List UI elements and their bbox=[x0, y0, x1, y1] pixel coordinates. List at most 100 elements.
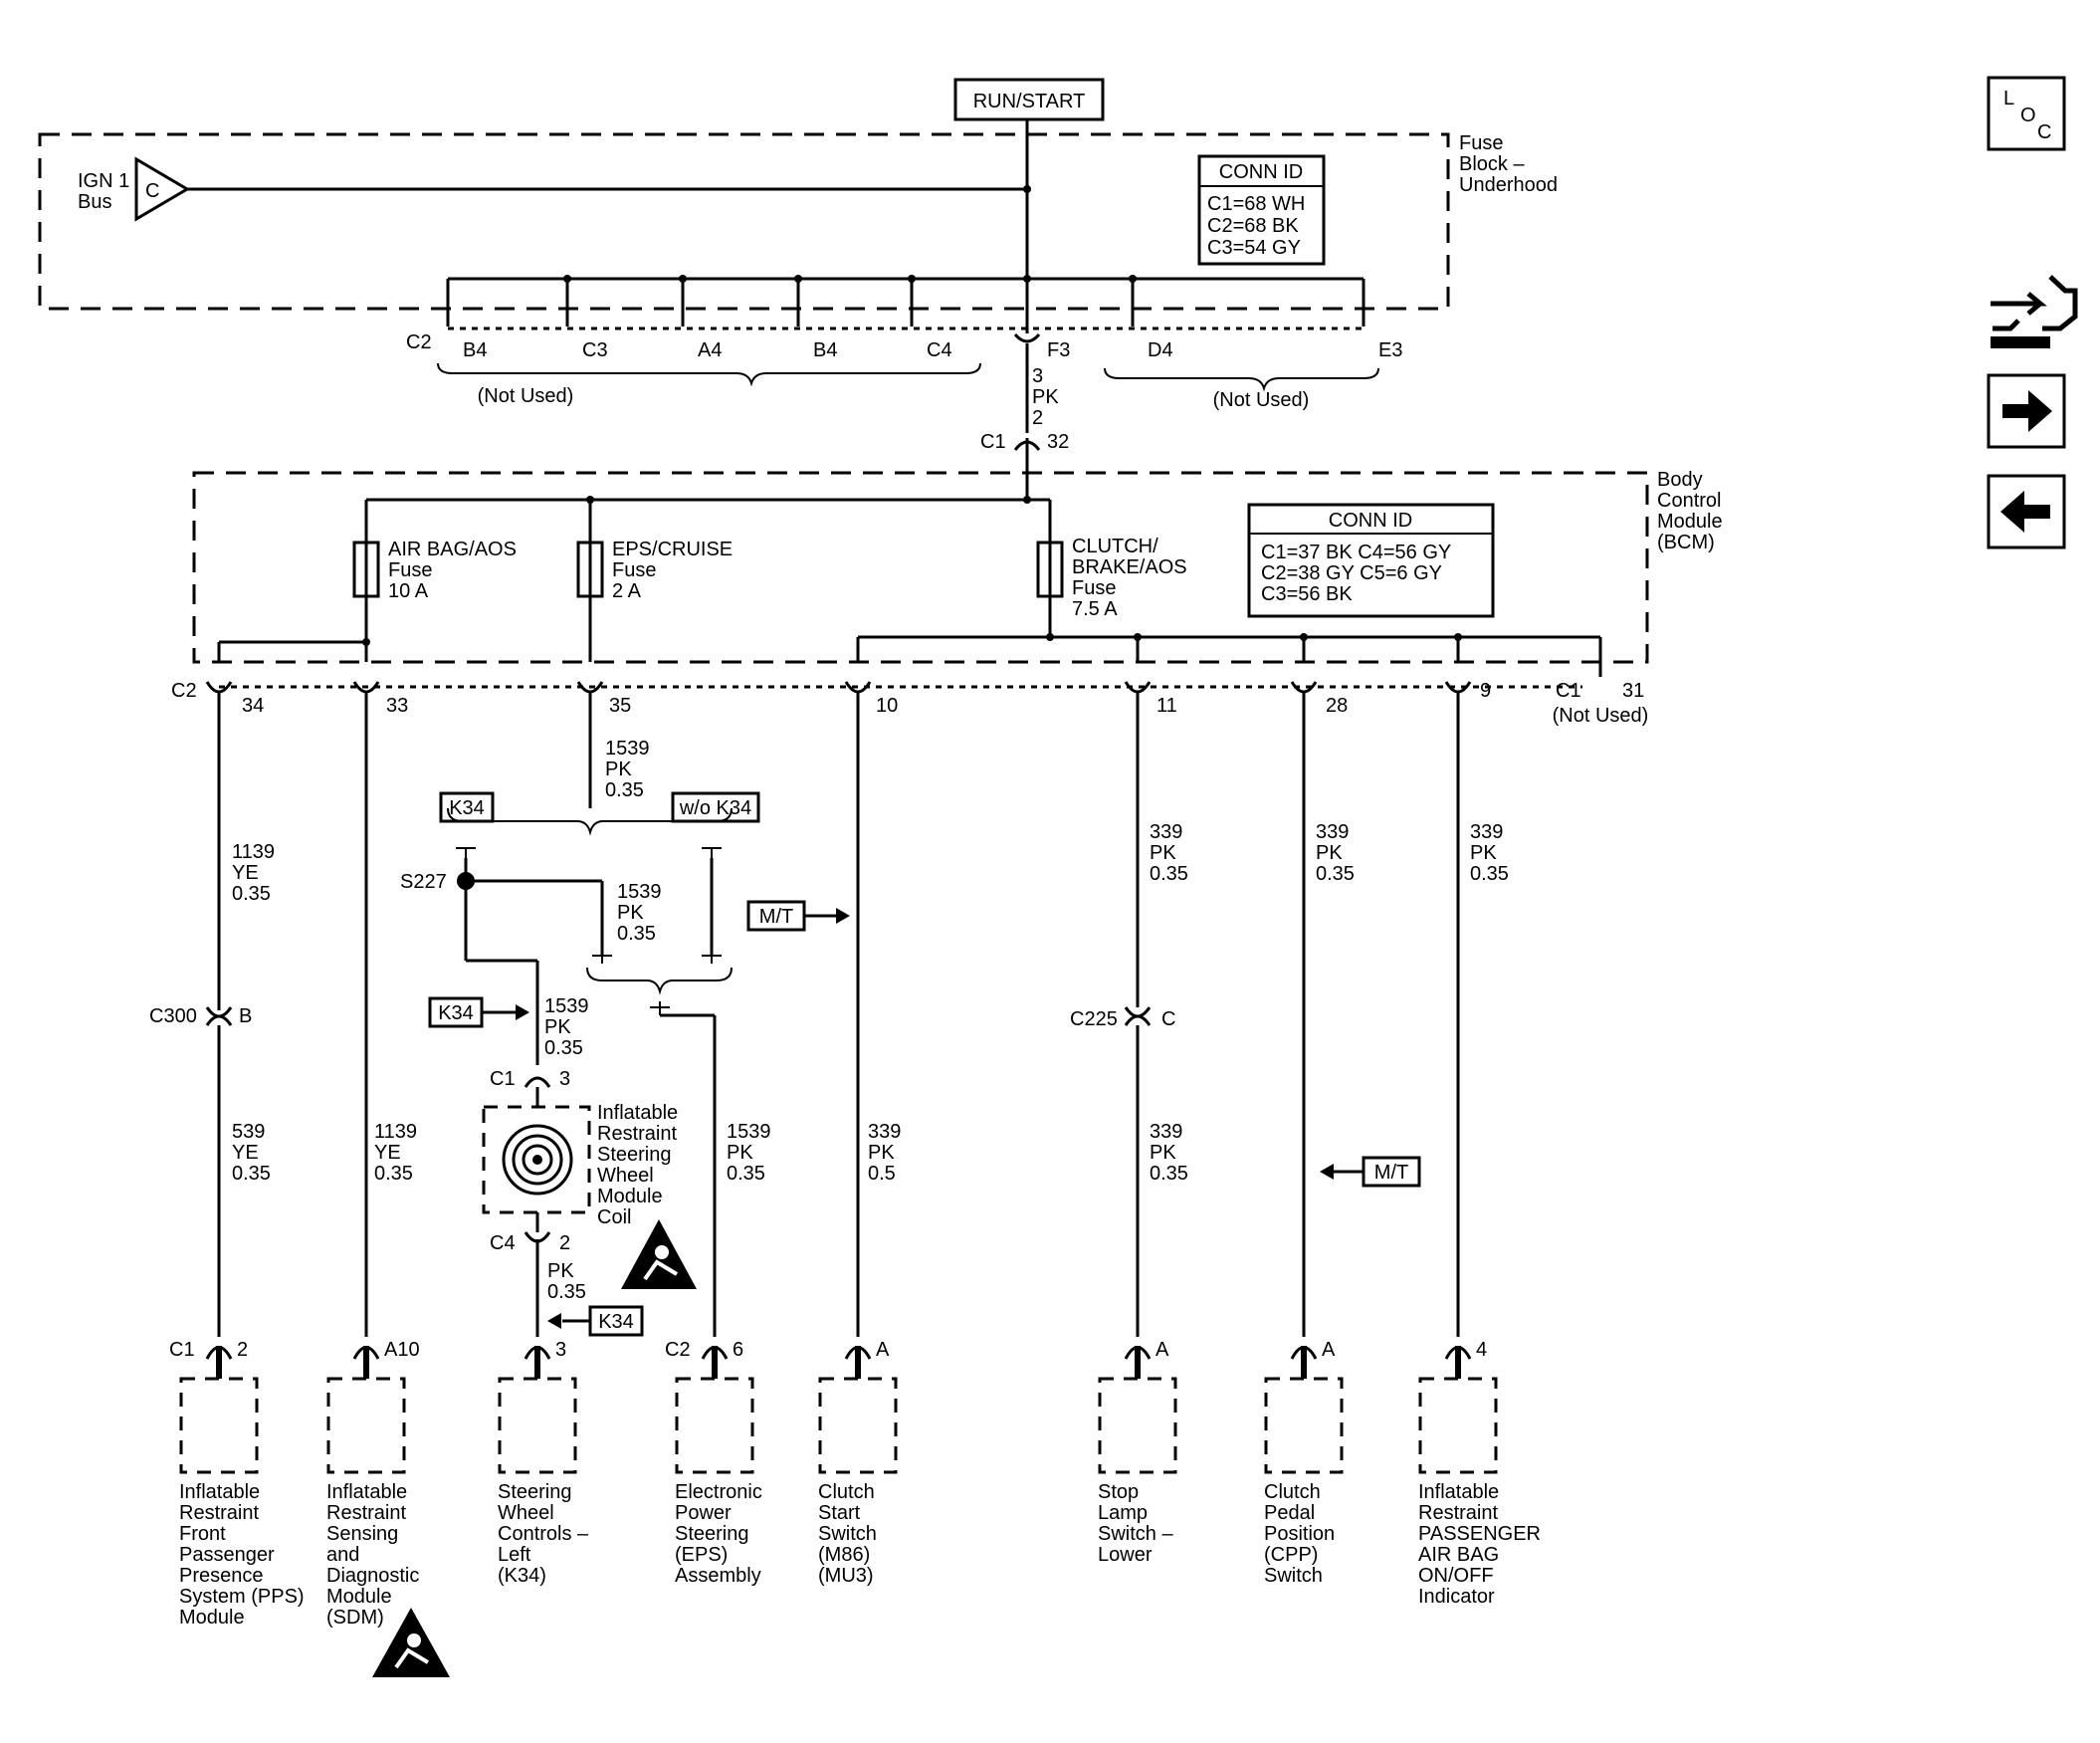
svg-text:C1: C1 bbox=[980, 431, 1006, 453]
component-pin-label: A bbox=[1322, 1339, 1336, 1361]
svg-text:PK: PK bbox=[1470, 842, 1497, 864]
component-label-line: Stop bbox=[1098, 1481, 1139, 1503]
bcm-outline bbox=[192, 471, 1649, 664]
wire-11b-label: 339 PK 0.35 bbox=[1150, 1121, 1188, 1185]
svg-text:Coil: Coil bbox=[597, 1206, 631, 1228]
svg-text:2: 2 bbox=[1032, 407, 1043, 429]
svg-text:PK: PK bbox=[1032, 386, 1059, 408]
svg-text:3: 3 bbox=[1032, 365, 1043, 387]
svg-text:28: 28 bbox=[1326, 695, 1348, 717]
svg-text:7.5 A: 7.5 A bbox=[1072, 598, 1118, 620]
svg-text:PK: PK bbox=[605, 759, 632, 780]
component-label-line: Start bbox=[818, 1502, 861, 1524]
component-label-line: Steering bbox=[498, 1481, 572, 1503]
svg-text:3: 3 bbox=[559, 1068, 570, 1090]
component-label-line: Passenger bbox=[179, 1544, 275, 1566]
svg-text:0.35: 0.35 bbox=[605, 779, 644, 801]
svg-text:IGN 1: IGN 1 bbox=[78, 170, 129, 192]
svg-text:Fuse: Fuse bbox=[388, 559, 432, 581]
svg-text:0.35: 0.35 bbox=[232, 1163, 271, 1185]
fuse-block-pins: B4 C3 A4 B4 C4 F3 D4 E3 bbox=[463, 339, 1402, 361]
wo-k34-option-tag bbox=[671, 791, 760, 823]
svg-text:2: 2 bbox=[559, 1232, 570, 1254]
svg-text:EPS/CRUISE: EPS/CRUISE bbox=[612, 539, 733, 560]
component-label-line: Indicator bbox=[1418, 1586, 1495, 1608]
svg-text:K34: K34 bbox=[438, 1002, 474, 1024]
mt-right-arrow-icon bbox=[836, 908, 850, 924]
wire-28-label: 339 PK 0.35 bbox=[1316, 821, 1355, 885]
svg-text:C225: C225 bbox=[1070, 1008, 1118, 1030]
component-pin-label: 3 bbox=[555, 1339, 566, 1361]
component-label-line: ON/OFF bbox=[1418, 1565, 1494, 1587]
svg-text:33: 33 bbox=[386, 695, 408, 717]
svg-text:C3=56 BK: C3=56 BK bbox=[1261, 583, 1353, 605]
svg-text:0.35: 0.35 bbox=[617, 923, 656, 945]
component-label-line: System (PPS) bbox=[179, 1586, 305, 1608]
k34-option-tag bbox=[439, 791, 495, 823]
svg-text:PK: PK bbox=[727, 1142, 753, 1164]
svg-text:PK: PK bbox=[547, 1260, 574, 1282]
component-pin-label: 6 bbox=[733, 1339, 743, 1361]
next-page-arrow-icon[interactable] bbox=[1987, 373, 2066, 449]
svg-text:0.35: 0.35 bbox=[727, 1163, 765, 1185]
component-locator-icon[interactable]: L O C bbox=[1987, 76, 2066, 151]
svg-text:Bus: Bus bbox=[78, 191, 111, 213]
bcm-label: Body Control Module (BCM) bbox=[1657, 469, 1723, 553]
coil-label: Inflatable Restraint Steering Wheel Modu… bbox=[597, 1102, 678, 1228]
wire-9-label: 339 PK 0.35 bbox=[1470, 821, 1509, 885]
svg-text:PK: PK bbox=[868, 1142, 895, 1164]
svg-text:1539: 1539 bbox=[617, 881, 662, 903]
component-label-line: Clutch bbox=[1264, 1481, 1321, 1503]
component-label-line: Inflatable bbox=[326, 1481, 407, 1503]
svg-text:PK: PK bbox=[617, 902, 644, 924]
fuse-clutch-label: CLUTCH/ BRAKE/AOS Fuse 7.5 A bbox=[1072, 536, 1187, 620]
bcm-c2: C2 bbox=[171, 680, 197, 702]
fuse-block-outline bbox=[38, 132, 1450, 311]
component-connector-label: C1 bbox=[169, 1339, 195, 1361]
component-label-line: Lamp bbox=[1098, 1502, 1148, 1524]
airbag-warning-icon bbox=[621, 1219, 697, 1289]
bcm-conn-id: CONN ID C1=37 BK C4=56 GY C2=38 GY C5=6 … bbox=[1247, 503, 1495, 618]
previous-page-arrow-icon[interactable] bbox=[1987, 474, 2066, 549]
svg-text:C1: C1 bbox=[490, 1068, 516, 1090]
component-label-line: PASSENGER bbox=[1418, 1523, 1541, 1545]
component-label-line: Controls – bbox=[498, 1523, 589, 1545]
wire-34-label: 1139 YE 0.35 bbox=[232, 841, 275, 905]
svg-text:BRAKE/AOS: BRAKE/AOS bbox=[1072, 556, 1187, 578]
k34-left-arrow-icon bbox=[547, 1313, 561, 1329]
bcm-output-pins: 34 33 35 10 11 28 9 bbox=[242, 680, 1491, 717]
component-label-line: Assembly bbox=[675, 1565, 761, 1587]
fuse-block-c2: C2 bbox=[406, 331, 432, 353]
bcm-c1-not-used: (Not Used) bbox=[1553, 705, 1649, 727]
svg-text:Inflatable: Inflatable bbox=[597, 1102, 678, 1124]
svg-text:35: 35 bbox=[609, 695, 631, 717]
component-label-line: (EPS) bbox=[675, 1544, 728, 1566]
svg-text:32: 32 bbox=[1047, 431, 1069, 453]
component-connector-label: C2 bbox=[665, 1339, 691, 1361]
svg-text:Body: Body bbox=[1657, 469, 1703, 491]
svg-text:M/T: M/T bbox=[1374, 1162, 1408, 1184]
mt-left-arrow-icon bbox=[1320, 1164, 1334, 1180]
svg-text:YE: YE bbox=[374, 1142, 401, 1164]
component-label-line: Front bbox=[179, 1523, 226, 1545]
svg-text:C4: C4 bbox=[490, 1232, 516, 1254]
svg-text:C2=68 BK: C2=68 BK bbox=[1207, 215, 1299, 237]
svg-text:0.35: 0.35 bbox=[374, 1163, 413, 1185]
sdm-airbag-warning-icon bbox=[372, 1608, 450, 1677]
fuse-block-label: Fuse Block – Underhood bbox=[1459, 132, 1558, 196]
component-label-line: Sensing bbox=[326, 1523, 398, 1545]
svg-text:0.35: 0.35 bbox=[1316, 863, 1355, 885]
component-label-line: Position bbox=[1264, 1523, 1335, 1545]
svg-text:Steering: Steering bbox=[597, 1144, 672, 1166]
component-label-line: Module bbox=[326, 1586, 392, 1608]
connector-end-view-icon[interactable] bbox=[1991, 275, 2078, 348]
component-pin-label: 2 bbox=[237, 1339, 248, 1361]
svg-text:C: C bbox=[145, 180, 159, 202]
component-label-line: Switch bbox=[1264, 1565, 1323, 1587]
svg-text:CONN ID: CONN ID bbox=[1329, 510, 1412, 532]
component-pin-label: A bbox=[1155, 1339, 1169, 1361]
svg-text:10 A: 10 A bbox=[388, 580, 429, 602]
svg-text:0.35: 0.35 bbox=[547, 1281, 586, 1303]
